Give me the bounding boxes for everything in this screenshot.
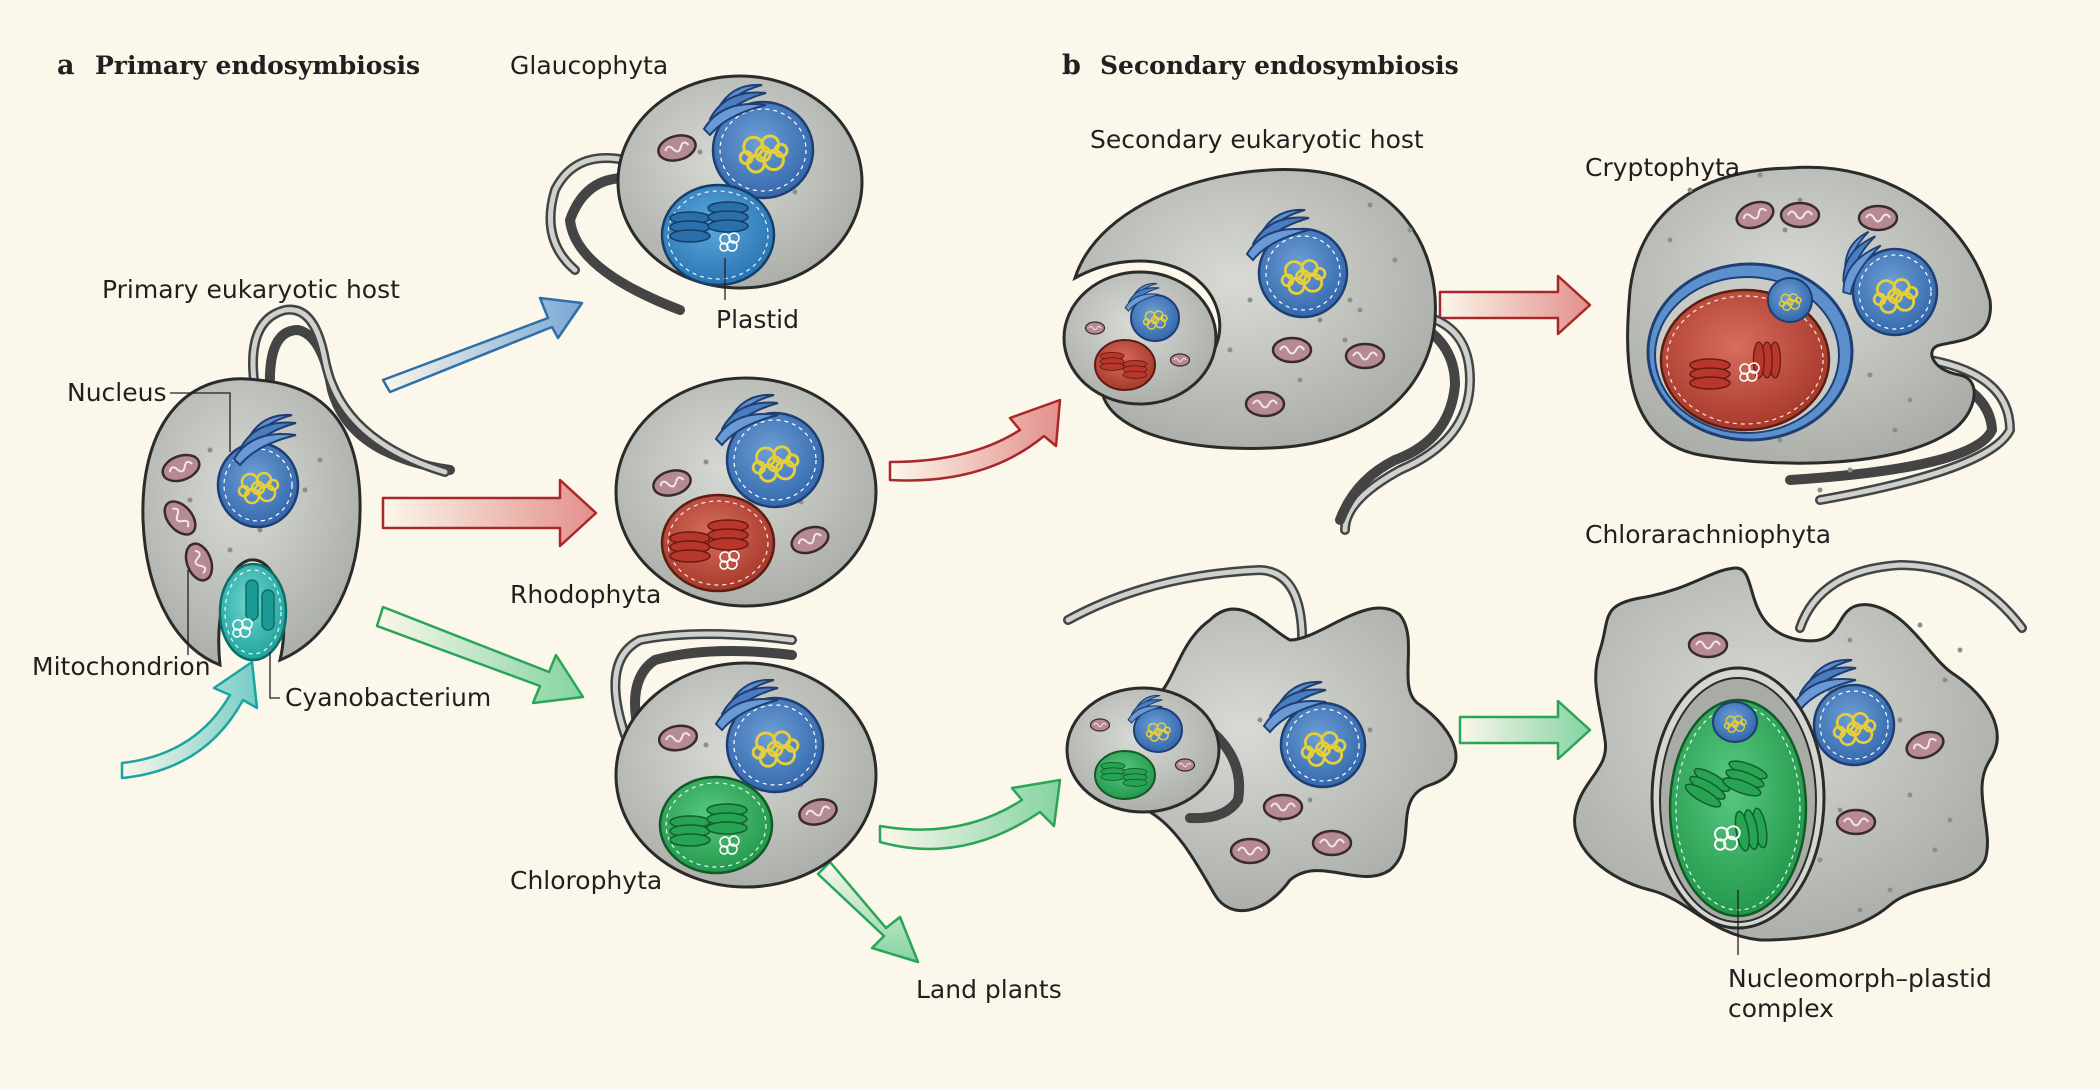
glaucophyta-plastid: [660, 183, 776, 287]
chlorarachniophyta-label: Chlorarachniophyta: [1585, 520, 1831, 549]
engulfed-red-alga: [1062, 270, 1218, 406]
rhodophyta-label: Rhodophyta: [510, 580, 661, 609]
glaucophyta-label: Glaucophyta: [510, 51, 668, 80]
chlorarachniophyta-cell: [1573, 559, 2027, 942]
arrow-to-cryptophyta: [1438, 274, 1592, 336]
panel-a-title: Primary endosymbiosis: [95, 51, 420, 80]
cryptophyta-nucleomorph-plastid-complex: [1646, 262, 1854, 442]
nucleus-label: Nucleus: [67, 378, 167, 407]
secondary-host-green-engulfment: [1063, 564, 1458, 912]
arrow-green-to-secondary-host: [878, 778, 1062, 851]
arrow-cyanobacterium-engulfed: [120, 660, 259, 780]
mitochondrion-label: Mitochondrion: [32, 652, 211, 681]
primary-eukaryotic-host-cell: [141, 304, 455, 668]
nucleomorph-plastid-complex-label-line2: complex: [1728, 994, 1834, 1023]
glaucophyta-cell: [545, 74, 864, 315]
arrow-to-land-plants: [816, 860, 920, 964]
cyanobacterium: [218, 562, 288, 662]
chlorophyta-cell: [610, 629, 878, 889]
land-plants-label: Land plants: [916, 975, 1062, 1004]
arrow-red-to-secondary-host: [888, 398, 1062, 482]
nucleomorph-plastid-complex-label-line1: Nucleomorph–plastid: [1728, 964, 1992, 993]
secondary-host-label: Secondary eukaryotic host: [1090, 125, 1424, 154]
cryptophyta-cell: [1626, 165, 2016, 505]
chlorarachniophyta-nucleomorph-plastid-complex: [1650, 666, 1826, 930]
arrow-to-glaucophyta: [381, 296, 584, 394]
arrow-to-chlorophyta: [375, 605, 585, 705]
cyanobacterium-label: Cyanobacterium: [285, 683, 491, 712]
arrow-to-chlorarachniophyta: [1458, 699, 1592, 761]
panel-b-letter: b: [1062, 50, 1081, 81]
plastid-label: Plastid: [716, 305, 799, 334]
engulfed-green-alga: [1065, 686, 1221, 814]
rhodophyta-cell: [614, 376, 878, 608]
primary-host-label: Primary eukaryotic host: [102, 275, 400, 304]
chlorophyta-label: Chlorophyta: [510, 866, 662, 895]
panel-b-title: Secondary endosymbiosis: [1100, 51, 1459, 80]
rhodophyta-plastid: [660, 493, 776, 593]
arrow-to-rhodophyta: [381, 478, 598, 548]
cryptophyta-label: Cryptophyta: [1585, 153, 1740, 182]
panel-a-letter: a: [57, 50, 75, 81]
secondary-host-red-engulfment: [1062, 168, 1476, 535]
chlorophyta-plastid: [658, 775, 774, 875]
